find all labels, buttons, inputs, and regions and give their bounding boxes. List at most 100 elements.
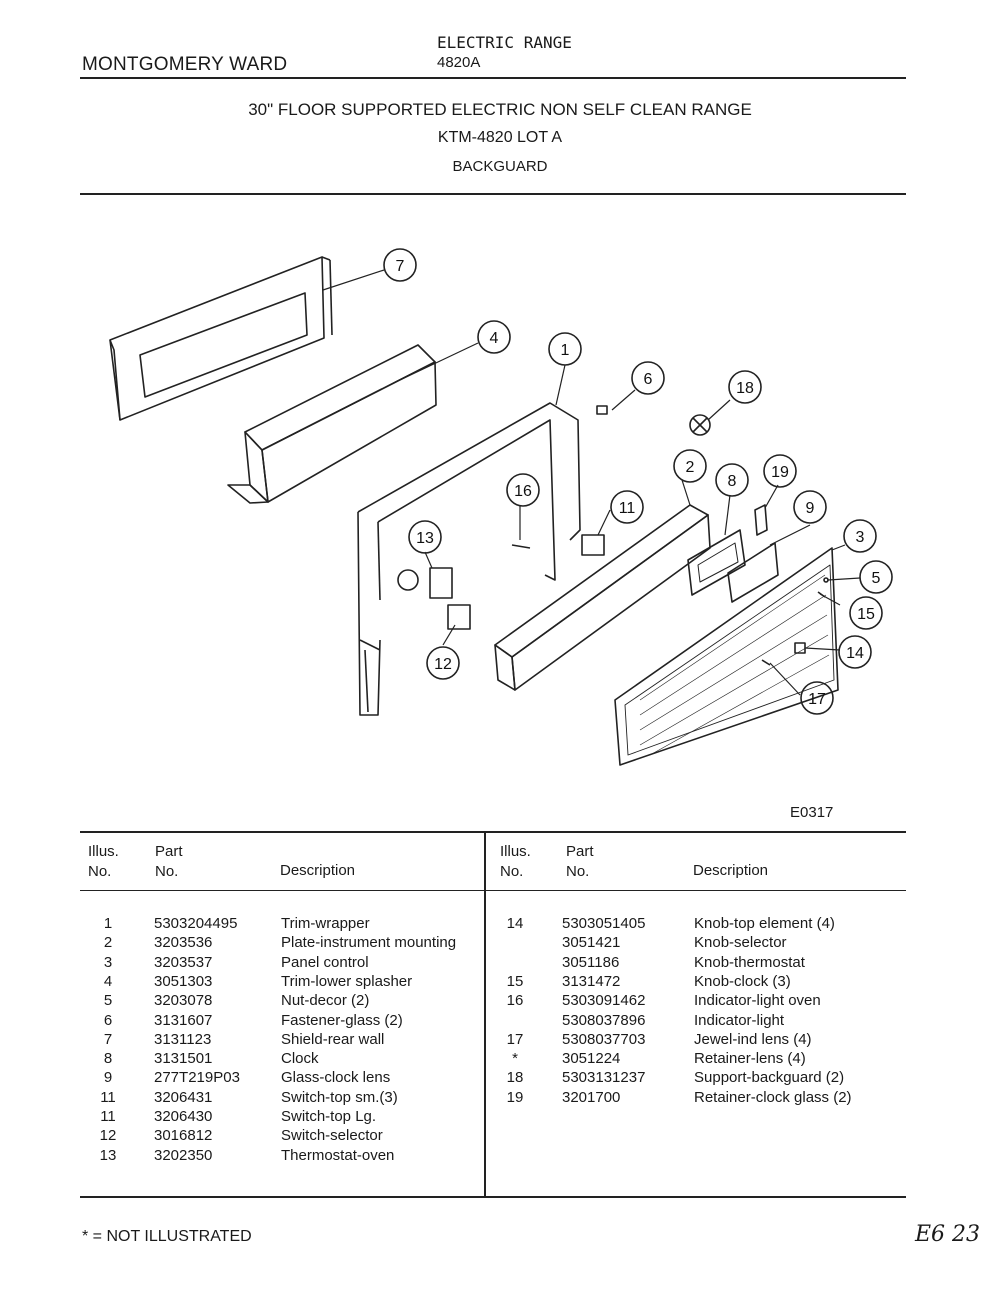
- row-illus-no: 17: [506, 1030, 524, 1048]
- row-illus-no: 7: [103, 1030, 113, 1048]
- row-part-no: 5303091462: [562, 992, 646, 1010]
- exploded-parts-diagram: 7 4 1 6 18 2 8 19 16 11 9 3 13 5 15 14 1…: [109, 248, 893, 766]
- row-part-no: 5303131237: [562, 1069, 646, 1087]
- row-part-no: 3131472: [562, 972, 621, 990]
- row-part-no: 5308037896: [562, 1011, 646, 1029]
- header-illus-left: Illus. No.: [88, 843, 119, 880]
- row-description: Support-backguard (2): [694, 1069, 845, 1087]
- row-part-no: 3051224: [562, 1050, 621, 1068]
- callout-17: 17: [808, 691, 826, 708]
- part-shield-rear-wall: [109, 256, 333, 421]
- row-description: Knob-selector: [694, 934, 787, 952]
- page-subtitle-lot: KTM-4820 LOT A: [437, 129, 563, 146]
- row-illus-no: 19: [506, 1088, 524, 1106]
- row-illus-no: 4: [103, 972, 113, 990]
- row-illus-no: 1: [103, 915, 113, 932]
- row-part-no: 3203536: [154, 934, 213, 952]
- callout-5: 5: [872, 570, 881, 587]
- row-description: Shield-rear wall: [281, 1030, 385, 1048]
- row-part-no: 277T219P03: [154, 1069, 240, 1087]
- page-title: 30" FLOOR SUPPORTED ELECTRIC NON SELF CL…: [248, 100, 752, 119]
- part-fastener-glass: [596, 405, 608, 415]
- row-part-no: 3131607: [154, 1011, 213, 1029]
- callout-12: 12: [434, 656, 452, 673]
- row-illus-no: *: [512, 1050, 518, 1068]
- part-plate-instrument-mounting: [494, 504, 711, 691]
- table-bottom-rule: [80, 1196, 906, 1198]
- diagram-callouts: [383, 248, 893, 715]
- header-part-right: Part No.: [566, 843, 594, 880]
- row-part-no: 3206431: [154, 1088, 213, 1106]
- figure-id: E0317: [790, 804, 834, 821]
- row-part-no: 3051303: [154, 972, 213, 990]
- row-part-no: 5303051405: [562, 915, 646, 932]
- footnote-not-illustrated: * = NOT ILLUSTRATED: [82, 1228, 252, 1245]
- row-description: Fastener-glass (2): [281, 1011, 403, 1029]
- row-illus-no: 9: [103, 1069, 113, 1087]
- handwritten-note: E6 23: [915, 1222, 981, 1247]
- callout-4: 4: [490, 330, 499, 347]
- table-column-divider: [484, 831, 486, 1198]
- title-rule: [80, 193, 906, 195]
- row-illus-no: 15: [506, 972, 524, 990]
- part-nut-decor: [823, 577, 829, 583]
- row-part-no: 3051421: [562, 934, 621, 952]
- row-illus-no: 5: [103, 992, 113, 1010]
- callout-9: 9: [806, 500, 815, 517]
- part-clock: [687, 529, 746, 596]
- row-part-no: 3131123: [154, 1030, 212, 1048]
- callout-11: 11: [619, 500, 636, 517]
- row-part-no: 3131501: [154, 1050, 213, 1068]
- row-part-no: 3203078: [154, 992, 213, 1010]
- row-illus-no: 11: [100, 1088, 116, 1106]
- table-top-rule: [80, 831, 906, 833]
- row-illus-no: 11: [100, 1108, 116, 1125]
- part-switch-selector: [447, 604, 471, 630]
- model-number: 4820A: [437, 54, 481, 71]
- row-description: Switch-top sm.(3): [281, 1088, 398, 1106]
- callout-8: 8: [728, 473, 737, 490]
- table-header-rule: [80, 890, 906, 891]
- callout-13: 13: [416, 530, 434, 547]
- row-description: Trim-lower splasher: [281, 972, 413, 990]
- row-part-no: 3206430: [154, 1108, 213, 1125]
- row-illus-no: 18: [506, 1069, 524, 1087]
- header-illus-right: Illus. No.: [500, 843, 531, 880]
- part-indicator-light: [511, 544, 531, 549]
- brand-name: MONTGOMERY WARD: [82, 54, 288, 75]
- header-description-right: Description: [693, 862, 769, 879]
- part-trim-lower-splasher: [227, 344, 437, 504]
- part-retainer-clock-glass: [754, 504, 768, 536]
- row-description: Knob-top element (4): [694, 915, 835, 932]
- header-part-left: Part No.: [155, 843, 183, 880]
- callout-1: 1: [561, 342, 570, 359]
- row-description: Knob-clock (3): [694, 972, 791, 990]
- callout-14: 14: [846, 645, 864, 662]
- callout-7: 7: [396, 258, 405, 275]
- header-description-left: Description: [280, 862, 356, 879]
- row-description: Clock: [281, 1050, 319, 1068]
- row-part-no: 3016812: [154, 1127, 213, 1145]
- row-part-no: 5308037703: [562, 1030, 646, 1048]
- part-trim-wrapper: [357, 402, 581, 716]
- part-jewel-lens: [761, 659, 771, 666]
- row-part-no: 3201700: [562, 1088, 621, 1106]
- callout-19: 19: [771, 464, 789, 481]
- part-thermostat-oven: [397, 567, 453, 599]
- callout-15: 15: [857, 606, 875, 623]
- row-description: Thermostat-oven: [281, 1146, 395, 1164]
- row-description: Retainer-lens (4): [694, 1050, 806, 1068]
- row-illus-no: 2: [103, 934, 113, 952]
- part-support-backguard: [689, 414, 711, 436]
- row-part-no: 3051186: [562, 953, 620, 971]
- row-description: Switch-top Lg.: [281, 1108, 377, 1125]
- product-type: ELECTRIC RANGE: [437, 33, 572, 52]
- callout-2: 2: [686, 459, 695, 476]
- callout-18: 18: [736, 380, 754, 397]
- row-description: Retainer-clock glass (2): [694, 1088, 852, 1106]
- row-description: Nut-decor (2): [281, 992, 370, 1010]
- part-switch-top: [581, 534, 605, 556]
- header-rule: [80, 77, 906, 79]
- row-illus-no: 8: [103, 1050, 113, 1068]
- callout-16: 16: [514, 483, 532, 500]
